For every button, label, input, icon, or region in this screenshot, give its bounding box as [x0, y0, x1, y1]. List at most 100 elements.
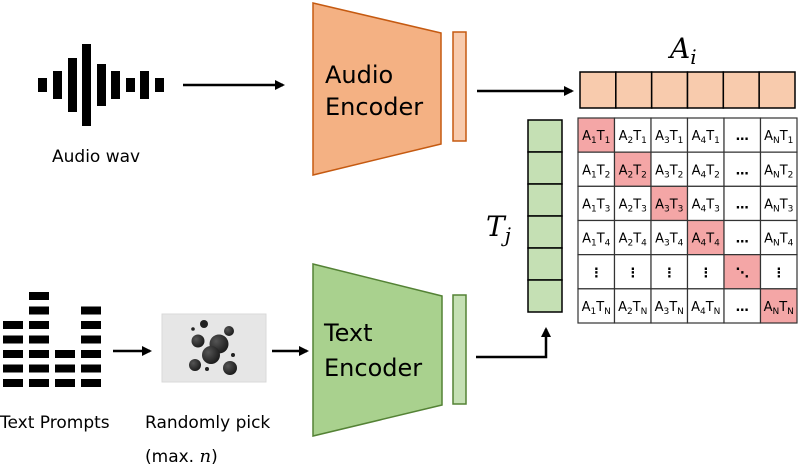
matrix-cell-label: ANT4 — [764, 232, 794, 249]
text-prompts-icon — [3, 292, 101, 387]
matrix-cell-label: ⋮ — [663, 266, 676, 281]
matrix-cell-label: ANT2 — [764, 163, 793, 180]
matrix-cell — [723, 288, 762, 324]
prompt-bar — [3, 350, 23, 358]
matrix-cell — [650, 254, 689, 290]
prompt-bar — [29, 335, 49, 344]
matrix-cell-label: ANT1 — [764, 129, 793, 146]
prompt-bar — [55, 379, 75, 387]
text-embedding-cell — [527, 279, 563, 313]
matrix-cell-diagonal — [759, 288, 798, 324]
matrix-cell — [577, 219, 616, 256]
audio-input-label: Audio wav — [52, 147, 140, 167]
matrix-cell-label: A2T1 — [619, 129, 647, 146]
matrix-cell-label: A3T2 — [655, 163, 683, 180]
prompt-bar — [29, 292, 49, 300]
matrix-cell-label: A4T4 — [692, 232, 721, 249]
matrix-cell — [686, 185, 725, 222]
bubbles-icon — [189, 320, 237, 375]
matrix-cell — [759, 219, 798, 256]
text-embedding-cell — [527, 247, 563, 281]
matrix-cell-label: A4T2 — [692, 163, 720, 180]
matrix-cell-label: … — [736, 163, 749, 178]
matrix-cell — [650, 288, 689, 324]
matrix-cell — [723, 151, 762, 187]
matrix-cell-label: … — [736, 197, 749, 212]
prompt-bar — [81, 379, 101, 387]
matrix-cell-label: ⋮ — [772, 266, 785, 281]
audio-embedding-cell — [579, 71, 617, 109]
matrix-cell-label: ⋮ — [699, 266, 712, 281]
matrix-cell-label: A2T3 — [619, 197, 647, 214]
prompt-bar — [81, 335, 101, 344]
text-encoder-line2: Encoder — [324, 354, 422, 382]
text-embedding-cell — [527, 119, 563, 153]
matrix-cell — [577, 254, 616, 290]
prompt-bar — [81, 306, 101, 315]
text-embedding-cell — [527, 215, 563, 249]
audio-encoder-line1: Audio — [325, 61, 393, 89]
prompt-bar — [81, 364, 101, 373]
arrow-to-text-embedding — [476, 327, 551, 359]
matrix-cell-label: ⋱ — [736, 266, 749, 281]
matrix-cell-label: … — [736, 300, 749, 315]
matrix-cell-label: ANT3 — [764, 197, 793, 214]
text-embedding-cell — [527, 183, 563, 217]
matrix-cell-label: A3T1 — [655, 129, 683, 146]
audio-encoder-line2: Encoder — [325, 93, 423, 121]
matrix-cell-label: A2TN — [618, 300, 647, 317]
prompt-bar — [81, 350, 101, 358]
matrix-cell — [650, 219, 689, 256]
audio-encoder-output-bar — [452, 31, 467, 142]
audio-embedding-cell — [722, 71, 760, 109]
text-embedding-cell — [527, 151, 563, 185]
prompt-bar — [3, 335, 23, 344]
prompt-bar — [3, 364, 23, 373]
audio-embedding-cell — [758, 71, 796, 109]
text-encoder-line1: Text — [323, 319, 373, 347]
random-pick-label: Randomly pick — [145, 413, 270, 433]
prompt-bar — [81, 321, 101, 329]
audio-embedding-cell — [686, 71, 725, 109]
prompt-bar — [3, 321, 23, 329]
prompt-bar — [29, 321, 49, 329]
audio-encoder-block — [312, 2, 442, 176]
matrix-cell — [759, 185, 798, 222]
prompt-bar — [55, 350, 75, 358]
matrix-cell-label: A4TN — [691, 300, 720, 317]
matrix-cell-label: A2T2 — [619, 163, 647, 180]
audio-embedding-label: Ai — [667, 32, 697, 69]
prompt-bar — [3, 379, 23, 387]
prompt-bar — [29, 379, 49, 387]
prompt-bar — [29, 350, 49, 358]
matrix-cell-label: … — [736, 129, 749, 144]
matrix-cell-label: A1T4 — [582, 232, 611, 249]
matrix-cell-label: ⋮ — [626, 266, 639, 281]
random-pick-sublabel: (max. n) — [145, 446, 218, 467]
matrix-cell — [577, 185, 616, 222]
matrix-cell — [613, 219, 652, 256]
matrix-cell-label: A1TN — [582, 300, 611, 317]
matrix-cell-label: A1T3 — [582, 197, 610, 214]
matrix-cell — [686, 254, 725, 290]
text-embedding-label: Tj — [486, 210, 511, 247]
matrix-cell-label: ⋮ — [590, 266, 603, 281]
audio-embedding-cell — [615, 71, 653, 109]
text-encoder-output-bar — [452, 294, 467, 405]
matrix-cell-label: … — [736, 232, 749, 247]
audio-embedding-vector — [579, 71, 796, 109]
matrix-cell-label: A4T1 — [692, 129, 720, 146]
matrix-cell-diagonal — [650, 185, 689, 222]
audio-embedding-cell — [650, 71, 689, 109]
matrix-cell — [686, 151, 725, 187]
prompt-bar — [29, 306, 49, 315]
matrix-cell-diagonal — [723, 254, 762, 290]
matrix-cell-label: A1T1 — [582, 129, 610, 146]
matrix-cell-label: A3T4 — [655, 232, 684, 249]
matrix-cell — [759, 117, 798, 153]
matrix-cell-label: A1T2 — [582, 163, 610, 180]
matrix-cell — [613, 288, 652, 324]
matrix-cell-label: A2T4 — [619, 232, 648, 249]
